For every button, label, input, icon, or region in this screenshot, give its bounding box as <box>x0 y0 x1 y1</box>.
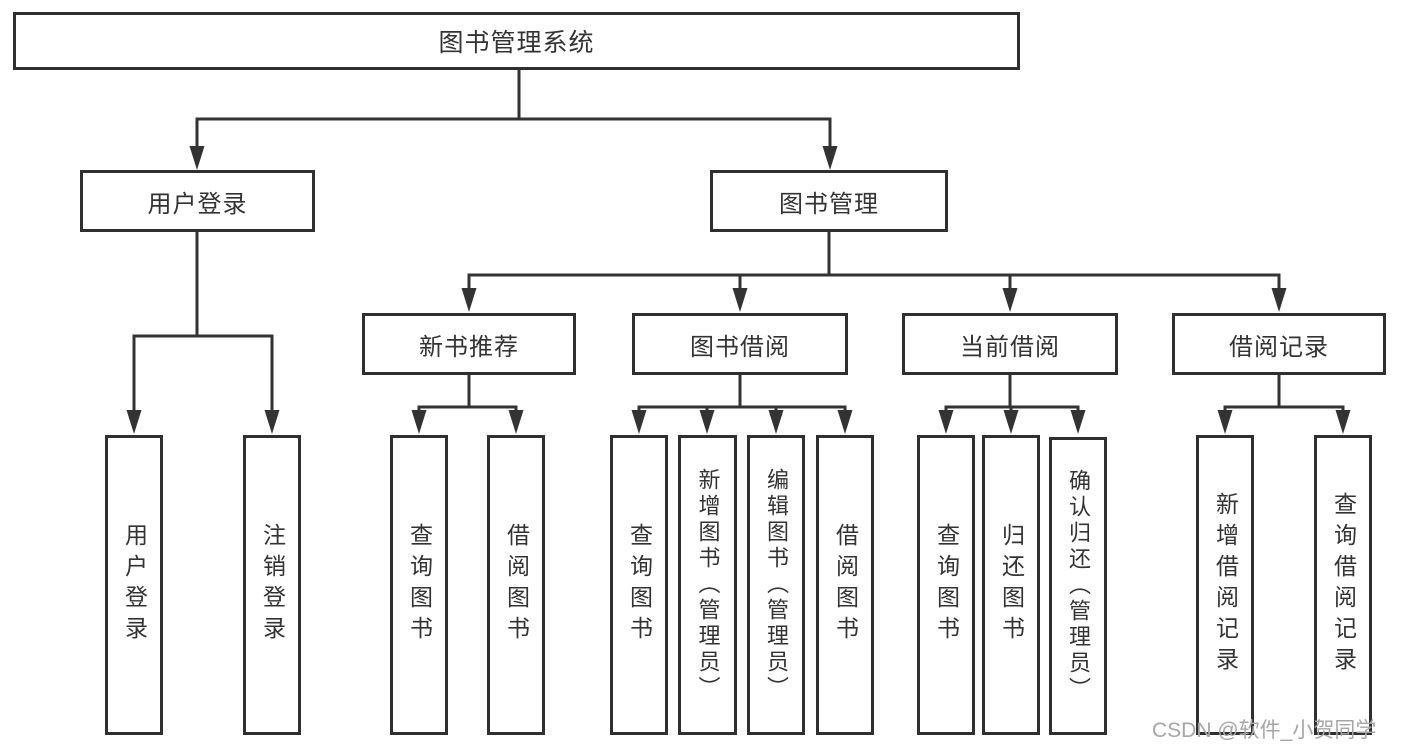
leaf-user-login-label: 用户登录 <box>121 523 148 647</box>
leaf-newbook-query-books: 查询图书 <box>390 435 448 735</box>
node-root-label: 图书管理系统 <box>438 29 595 57</box>
leaf-borrow-edit-books-admin: 编辑图书（管理员） <box>747 435 805 735</box>
leaf-current-return-books-label: 归还图书 <box>998 523 1025 647</box>
leaf-borrow-add-books-admin-label: 新增图书（管理员） <box>695 468 721 702</box>
connector-borrow-to-leaves <box>631 375 853 434</box>
node-current-borrowing-label: 当前借阅 <box>960 333 1060 361</box>
leaf-borrow-borrow-books-label: 借阅图书 <box>832 523 859 647</box>
leaf-user-login: 用户登录 <box>105 435 163 735</box>
node-book-management: 图书管理 <box>710 170 948 232</box>
leaf-borrow-edit-books-admin-label: 编辑图书（管理员） <box>764 468 789 702</box>
node-user-login: 用户登录 <box>80 170 315 232</box>
leaf-newbook-query-books-label: 查询图书 <box>406 523 433 647</box>
leaf-current-query-books-label: 查询图书 <box>933 523 960 647</box>
connector-newbook-to-leaves <box>411 375 524 434</box>
leaf-newbook-borrow-books: 借阅图书 <box>487 435 545 735</box>
node-root-library-system: 图书管理系统 <box>13 12 1020 70</box>
node-current-borrowing: 当前借阅 <box>902 313 1118 375</box>
node-user-login-label: 用户登录 <box>147 190 248 218</box>
leaf-logout: 注销登录 <box>243 435 301 735</box>
node-borrowing-records: 借阅记录 <box>1172 313 1386 375</box>
leaf-borrow-add-books-admin: 新增图书（管理员） <box>678 435 737 735</box>
node-book-borrowing: 图书借阅 <box>632 313 848 375</box>
node-new-book-recommend-label: 新书推荐 <box>419 333 519 361</box>
leaf-records-query-record-label: 查询借阅记录 <box>1330 492 1357 678</box>
leaf-borrow-query-books: 查询图书 <box>610 435 668 735</box>
leaf-records-add-record-label: 新增借阅记录 <box>1212 492 1239 678</box>
node-book-management-label: 图书管理 <box>779 190 879 218</box>
connector-current-to-leaves <box>938 375 1086 434</box>
csdn-watermark: CSDN @软件_小贺同学 <box>1152 719 1377 742</box>
leaf-current-query-books: 查询图书 <box>917 435 975 735</box>
leaf-records-query-record: 查询借阅记录 <box>1314 435 1372 735</box>
node-new-book-recommend: 新书推荐 <box>362 313 576 375</box>
leaf-current-confirm-return-admin-label: 确认归还（管理员） <box>1066 469 1091 703</box>
node-book-borrowing-label: 图书借阅 <box>690 333 790 361</box>
leaf-current-return-books: 归还图书 <box>982 435 1040 735</box>
leaf-borrow-query-books-label: 查询图书 <box>626 523 653 647</box>
leaf-borrow-borrow-books: 借阅图书 <box>816 435 874 735</box>
leaf-newbook-borrow-books-label: 借阅图书 <box>503 523 530 647</box>
connector-book-mgmt-to-level3 <box>461 232 1287 312</box>
leaf-current-confirm-return-admin: 确认归还（管理员） <box>1049 437 1107 735</box>
connector-user-login-to-leaves <box>126 232 280 434</box>
connector-records-to-leaves <box>1217 375 1351 434</box>
node-borrowing-records-label: 借阅记录 <box>1229 333 1329 361</box>
leaf-logout-label: 注销登录 <box>259 523 286 647</box>
leaf-records-add-record: 新增借阅记录 <box>1196 435 1254 735</box>
connector-root-to-level2 <box>189 70 838 170</box>
